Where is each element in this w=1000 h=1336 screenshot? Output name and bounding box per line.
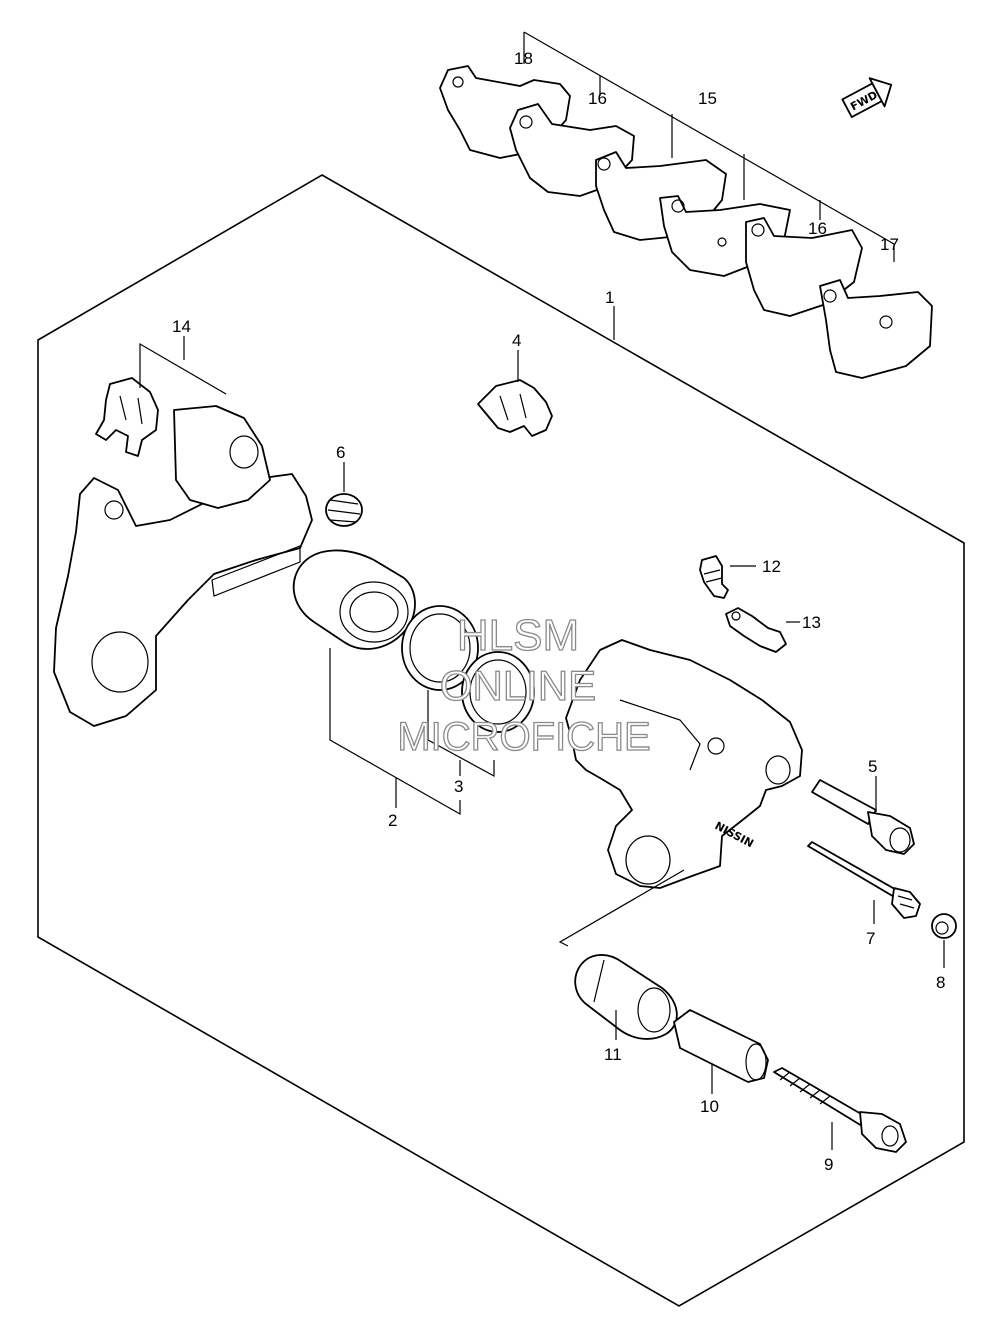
leader-caliper-lower [558, 869, 685, 947]
label-18: 18 [514, 49, 533, 68]
label-13: 13 [802, 613, 821, 632]
brake-pad-set [439, 65, 933, 379]
label-5: 5 [868, 757, 877, 776]
sleeve-10 [673, 1009, 769, 1083]
watermark: HLSM ONLINE MICROFICHE [397, 610, 652, 759]
slide-pin-bolt-5 [811, 779, 915, 855]
pad-leaders [523, 31, 895, 262]
label-9: 9 [824, 1155, 833, 1174]
label-10: 10 [700, 1097, 719, 1116]
bleeder-valve-12 [699, 555, 729, 599]
caliper-bracket-14 [53, 405, 313, 727]
fwd-direction-badge: FWD [841, 77, 893, 118]
leader-14 [139, 342, 227, 395]
piston-2 [292, 549, 416, 650]
label-4: 4 [512, 331, 521, 350]
label-15: 15 [698, 89, 717, 108]
pad-pin-7 [807, 841, 921, 919]
label-3: 3 [454, 777, 463, 796]
watermark-line-1: HLSM [457, 611, 579, 660]
pad-17 [819, 279, 933, 379]
caliper-bolt-9 [773, 1067, 907, 1153]
rubber-boot-11 [574, 954, 678, 1040]
dust-cap-6 [325, 493, 363, 527]
watermark-line-3: MICROFICHE [397, 715, 650, 759]
label-6: 6 [336, 443, 345, 462]
pad-spring-14 [95, 377, 159, 457]
caliper-body: NISSIN [565, 639, 803, 889]
piston-leaders [329, 648, 495, 816]
label-17: 17 [880, 235, 899, 254]
piston-seals-3 [401, 605, 535, 733]
label-1: 1 [605, 288, 614, 307]
label-8: 8 [936, 973, 945, 992]
watermark-line-2: ONLINE [440, 662, 596, 709]
label-16-right: 16 [808, 219, 827, 238]
label-14: 14 [172, 317, 191, 336]
part-labels: 1 2 3 4 5 6 7 8 9 10 11 12 13 14 15 16 1… [172, 49, 945, 1174]
label-16-top: 16 [588, 89, 607, 108]
bleeder-cap-13 [725, 607, 787, 653]
assembly-boundary [37, 174, 965, 1307]
label-12: 12 [762, 557, 781, 576]
label-11: 11 [604, 1045, 622, 1064]
label-2: 2 [388, 811, 397, 830]
pin-plug-8 [931, 913, 957, 939]
label-7: 7 [866, 929, 875, 948]
pad-retainer-clip-4 [477, 379, 553, 437]
